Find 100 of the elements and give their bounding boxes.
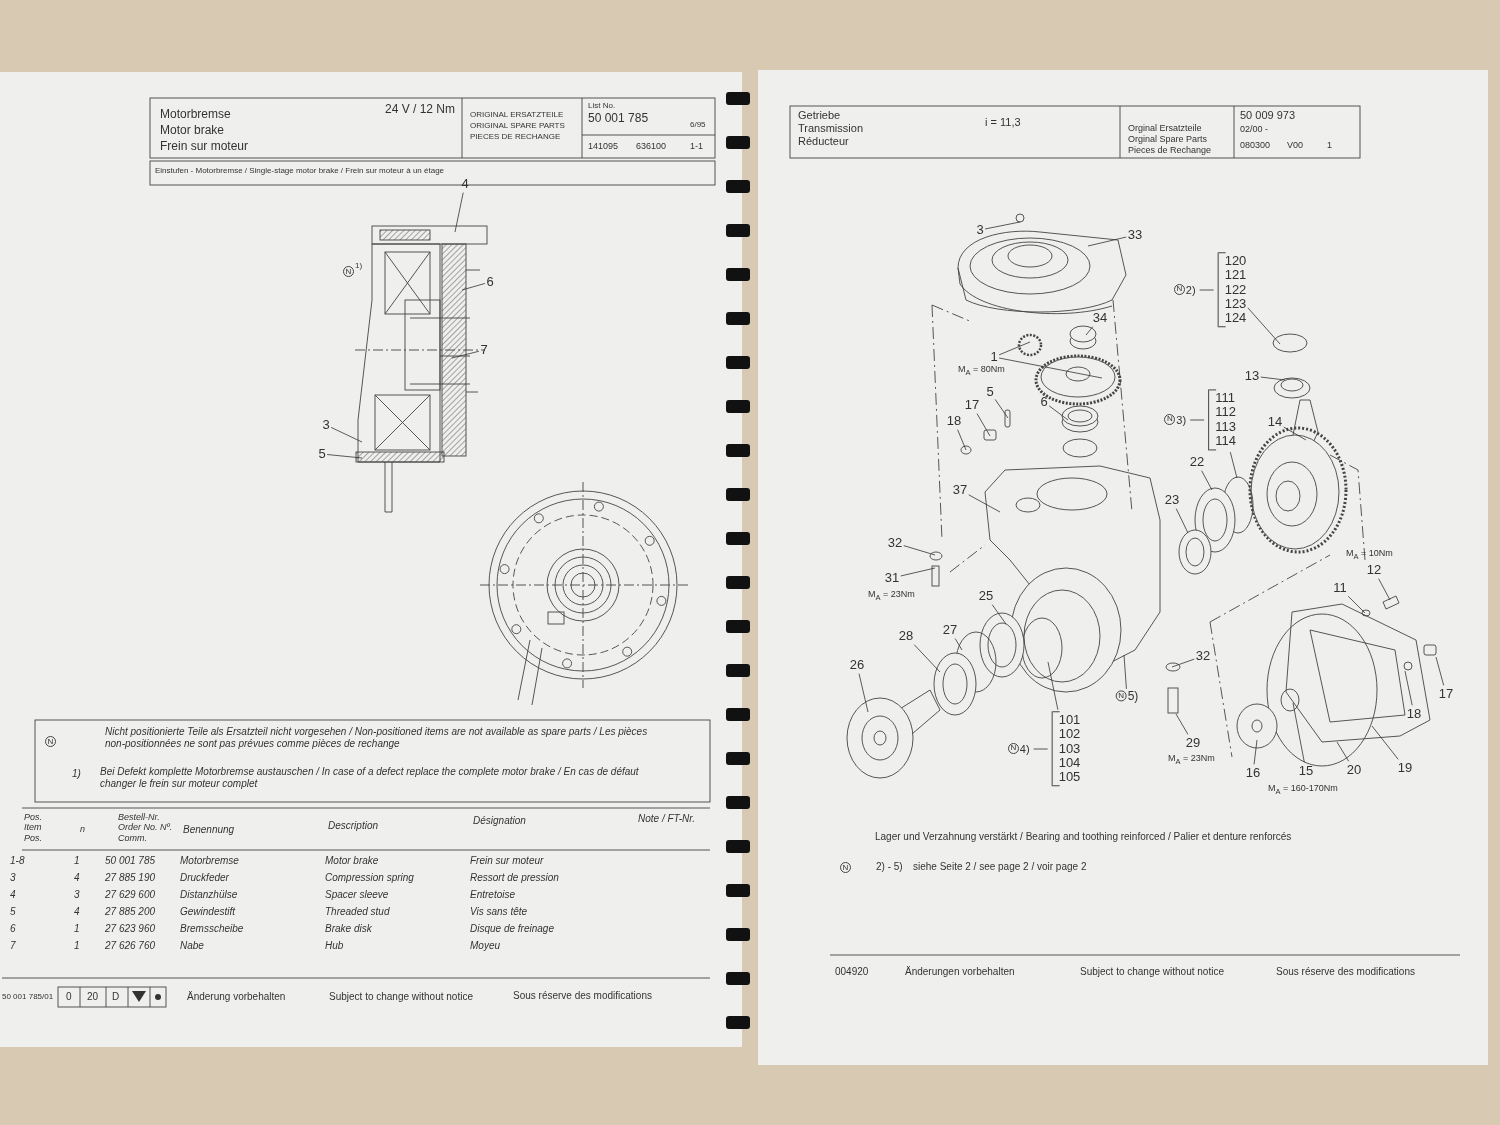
leader-line xyxy=(1048,405,1069,421)
note-number: 1) xyxy=(72,768,81,780)
table-cell-text: Vis sans tête xyxy=(470,906,528,918)
page-number: 1-1 xyxy=(690,141,703,152)
callout-number: 1 xyxy=(990,349,998,365)
code-text: V00 xyxy=(1287,140,1303,151)
callout-number: 32 xyxy=(1195,648,1211,664)
code-cell-text: D xyxy=(112,991,120,1003)
table-cell-text: 27 885 190 xyxy=(105,872,156,884)
callout-number: 101 xyxy=(1058,713,1081,728)
leader-line xyxy=(1201,470,1213,491)
callout-number: 123 xyxy=(1224,297,1247,312)
torque-text: M$_{A}$ = 160-170Nm xyxy=(1268,783,1338,797)
leader-line xyxy=(1347,595,1366,614)
callout-number: 3 xyxy=(322,417,330,433)
leader-line xyxy=(330,427,363,443)
footer-text: Sous réserve des modifications xyxy=(1276,966,1415,978)
table-cell-text: 1 xyxy=(74,855,80,867)
leader-line xyxy=(1085,326,1094,336)
field-label: List No. xyxy=(588,101,616,111)
document-code: 50 001 785/01 xyxy=(2,992,54,1002)
leader-line xyxy=(1336,741,1350,762)
footer-text: Änderung vorbehalten xyxy=(187,991,286,1003)
leader-line xyxy=(1171,658,1195,668)
torque-text: M$_{A}$ = 80Nm xyxy=(958,364,1005,378)
torque-text: M$_{A}$ = 23Nm xyxy=(868,589,915,603)
title-text: Motorbremse xyxy=(160,108,231,122)
table-cell-text: 50 001 785 xyxy=(105,855,156,867)
note-number: 1) xyxy=(355,261,363,271)
leader-line xyxy=(1175,508,1189,534)
table-cell-text: 3 xyxy=(74,889,80,901)
table-cell-text: 4 xyxy=(74,906,80,918)
note-number: 3) xyxy=(1176,413,1187,427)
leader-line xyxy=(1260,376,1286,381)
callout-number: 13 xyxy=(1244,368,1260,384)
table-cell-text: Threaded stud xyxy=(325,906,390,918)
table-cell-text: 1 xyxy=(74,923,80,935)
callout-number: 102 xyxy=(1058,727,1081,742)
table-cell-text: 27 623 960 xyxy=(105,923,156,935)
leader-line xyxy=(1047,661,1059,711)
list-number: 50 001 785 xyxy=(588,112,649,126)
callout-number: 15 xyxy=(1298,763,1314,779)
callout-number: 5 xyxy=(318,446,326,462)
callout-number: 5 xyxy=(986,384,994,400)
callout-number: 26 xyxy=(849,657,865,673)
title-text: Transmission xyxy=(798,122,863,135)
callout-number: 23 xyxy=(1164,492,1180,508)
table-cell-text: 27 885 200 xyxy=(105,906,156,918)
column-header: Note / FT-Nr. xyxy=(638,813,696,825)
callout-number: 18 xyxy=(1406,706,1422,722)
leader-line xyxy=(984,221,1021,230)
leader-line xyxy=(900,567,936,577)
table-cell-text: 4 xyxy=(74,872,80,884)
leader-line xyxy=(976,413,991,437)
header-text: ORIGINAL ERSATZTEILE xyxy=(470,110,564,120)
header-text: Pieces de Rechange xyxy=(1128,145,1212,156)
date-text: 02/00 - xyxy=(1240,124,1269,135)
leader-line xyxy=(1378,578,1391,601)
table-cell-text: Motor brake xyxy=(325,855,379,867)
callout-number: 16 xyxy=(1245,765,1261,781)
note-number: 2) xyxy=(1185,283,1196,297)
leader-line xyxy=(994,399,1009,419)
table-cell-text: Gewindestift xyxy=(180,906,236,918)
callout-number: 113 xyxy=(1215,420,1236,435)
leader-line xyxy=(454,192,464,233)
table-cell-text: Ressort de pression xyxy=(470,872,559,884)
callout-number: 103 xyxy=(1058,741,1081,757)
table-cell-text: Bremsscheibe xyxy=(180,923,244,935)
rating-text: 24 V / 12 Nm xyxy=(385,103,456,117)
callout-number: 25 xyxy=(978,588,994,604)
callout-number: 20 xyxy=(1346,762,1362,778)
table-cell-text: Compression spring xyxy=(325,872,414,884)
code-text: 141095 xyxy=(588,141,619,152)
callout-number: 12 xyxy=(1366,562,1382,578)
header-text: Orginal Spare Parts xyxy=(1128,134,1208,145)
header-text: ORIGINAL SPARE PARTS xyxy=(470,121,565,131)
table-cell-text: Nabe xyxy=(180,940,204,952)
table-cell-text: 1-8 xyxy=(10,855,25,867)
leader-line xyxy=(1175,713,1189,735)
callout-number: 112 xyxy=(1215,405,1236,420)
note-text: Nicht positionierte Teile als Ersatzteil nicht vorgesehen / Non-positioned items are not available as spare parts / Les pièces non-positionnées ne sont pas prévues comme pièces de rechange xyxy=(105,726,649,749)
callout-number: 33 xyxy=(1127,227,1143,243)
title-text: Getriebe xyxy=(798,109,841,122)
callout-number: 27 xyxy=(942,622,958,638)
footer-text: Subject to change without notice xyxy=(1080,966,1224,978)
leader-line xyxy=(1087,236,1127,247)
callout-number: 22 xyxy=(1189,454,1205,470)
note-text: siehe Seite 2 / see page 2 / voir page 2 xyxy=(913,861,1087,873)
leader-line xyxy=(968,494,1001,513)
leader-line xyxy=(1283,426,1307,441)
code-text: 636100 xyxy=(636,141,667,152)
table-cell-text: Brake disk xyxy=(325,923,372,935)
callout-number: 31 xyxy=(884,570,900,586)
code-cell-text: 0 xyxy=(66,991,72,1003)
table-cell-text: 27 629 600 xyxy=(105,889,156,901)
column-header: n xyxy=(80,824,85,835)
leader-line xyxy=(957,429,967,451)
leader-line xyxy=(998,357,1103,379)
leader-line xyxy=(913,644,941,673)
callout-number: 121 xyxy=(1224,268,1247,283)
